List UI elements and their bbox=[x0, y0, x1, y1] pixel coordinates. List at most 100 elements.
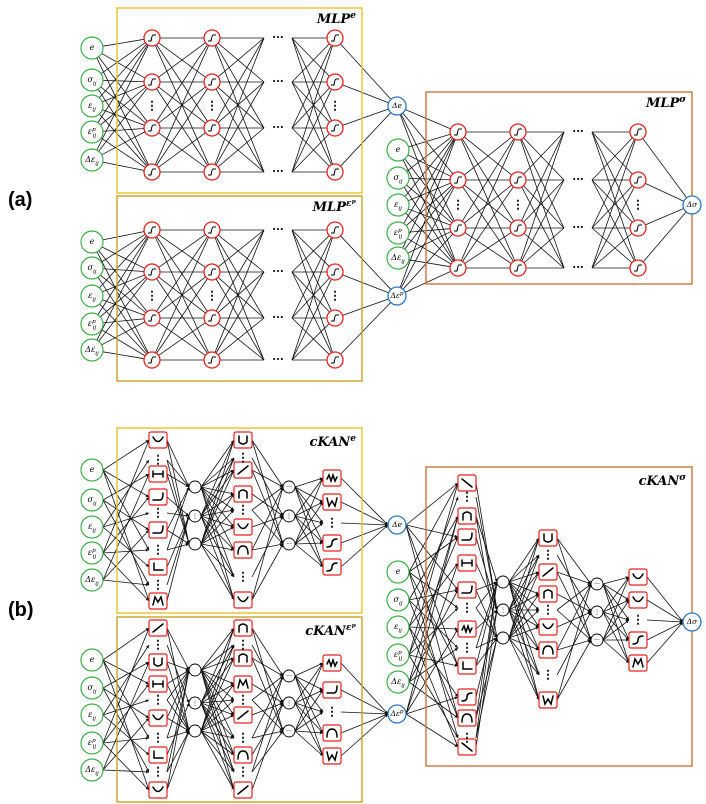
connection-edge bbox=[523, 131, 565, 175]
connection-edge bbox=[591, 131, 636, 261]
kan-function-node bbox=[538, 618, 558, 636]
connection-edge bbox=[200, 439, 235, 488]
sum-node bbox=[496, 631, 510, 645]
sigmoid-activation-icon bbox=[634, 176, 642, 184]
connection-edge bbox=[102, 699, 150, 716]
connection-edge bbox=[251, 493, 284, 517]
connection-edge bbox=[98, 250, 148, 312]
connection-edge bbox=[408, 571, 459, 609]
connection-edge bbox=[294, 501, 324, 517]
connection-edge bbox=[200, 508, 235, 517]
connection-edge bbox=[294, 501, 324, 545]
connection-edge bbox=[294, 486, 324, 568]
input-label: e bbox=[90, 655, 95, 664]
vertical-ellipsis: ⋮ bbox=[237, 731, 249, 745]
neuron-node bbox=[449, 259, 467, 277]
kan-function-frame bbox=[457, 528, 477, 546]
connection-edge bbox=[408, 681, 459, 719]
connection-edge bbox=[602, 576, 630, 585]
connection-edge bbox=[158, 42, 206, 78]
vertical-ellipsis: ⋮ bbox=[152, 638, 164, 652]
sum-node-mark: ··· bbox=[286, 541, 292, 548]
kan-function-frame bbox=[457, 709, 477, 727]
connection-edge bbox=[166, 730, 190, 791]
sum-node bbox=[282, 480, 296, 494]
label-sub: ij bbox=[92, 325, 96, 331]
connection-edge bbox=[166, 730, 190, 739]
label-base: e bbox=[396, 567, 401, 576]
vertical-ellipsis: ⋮ bbox=[461, 601, 473, 615]
connection-edge bbox=[646, 619, 684, 624]
connection-edge bbox=[508, 637, 540, 676]
connection-edge bbox=[291, 271, 332, 353]
neuron-node bbox=[143, 163, 161, 181]
ckan-box bbox=[116, 616, 363, 803]
kan-function-node bbox=[233, 541, 253, 559]
sum-node bbox=[590, 605, 604, 619]
connection-edge bbox=[251, 543, 284, 601]
output-node bbox=[387, 286, 407, 306]
connection-edge bbox=[291, 87, 330, 129]
kan-function-node bbox=[457, 657, 477, 675]
input-node bbox=[386, 670, 410, 694]
connection-edge bbox=[166, 459, 190, 488]
connection-edge bbox=[602, 583, 630, 664]
connection-edge bbox=[100, 86, 147, 126]
hockey-stick-icon bbox=[152, 492, 164, 501]
connection-edge bbox=[406, 184, 453, 224]
connection-edge bbox=[408, 626, 459, 698]
connection-edge bbox=[340, 689, 389, 715]
label-sup: p bbox=[92, 738, 96, 744]
sigmoid-activation-icon bbox=[148, 314, 156, 322]
connection-edge bbox=[166, 669, 190, 701]
wave-icon bbox=[326, 472, 338, 484]
connection-edge bbox=[166, 661, 190, 732]
connection-edge bbox=[520, 139, 565, 269]
connection-edge bbox=[602, 611, 630, 664]
sigmoid-activation-icon bbox=[634, 264, 642, 272]
neuron-node bbox=[326, 221, 344, 239]
kan-function-node bbox=[233, 485, 253, 503]
connection-edge bbox=[602, 599, 630, 613]
connection-edge bbox=[602, 583, 630, 641]
connection-edge bbox=[200, 714, 235, 732]
v-curve-icon bbox=[152, 714, 164, 721]
connection-edge bbox=[102, 318, 145, 324]
label-base: Δε bbox=[84, 155, 95, 164]
connection-edge bbox=[556, 537, 592, 585]
vertical-ellipsis: ⋮ bbox=[326, 516, 338, 530]
title-base: cKAN bbox=[639, 474, 681, 489]
connection-edge bbox=[523, 179, 565, 223]
input-label: εij bbox=[394, 622, 402, 634]
connection-edge bbox=[340, 713, 389, 734]
connection-edge bbox=[102, 499, 150, 531]
connection-edge bbox=[591, 185, 633, 229]
kan-function-node bbox=[457, 474, 477, 492]
neuron-node bbox=[449, 123, 467, 141]
vertical-ellipsis: ⋮ bbox=[152, 453, 164, 467]
vertical-ellipsis: ⋮ bbox=[461, 641, 473, 655]
label-base: Δε bbox=[390, 677, 401, 686]
label-base: ε bbox=[88, 548, 92, 557]
connection-edge bbox=[464, 232, 512, 264]
connection-edge bbox=[508, 609, 540, 628]
connection-edge bbox=[408, 599, 459, 719]
connection-edge bbox=[602, 576, 630, 613]
neuron-node bbox=[326, 73, 344, 91]
vertical-ellipsis: ⋮ bbox=[152, 543, 164, 557]
label-sub: ij bbox=[92, 133, 96, 139]
n-curve-icon bbox=[462, 511, 472, 521]
connection-edge bbox=[408, 571, 459, 739]
vertical-ellipsis: ⋮ bbox=[237, 570, 249, 584]
sigmoid-activation-icon bbox=[148, 226, 156, 234]
box-title: cKANe bbox=[310, 433, 357, 450]
connection-edge bbox=[251, 515, 284, 578]
input-node bbox=[386, 221, 410, 245]
connection-edge bbox=[591, 186, 635, 269]
connection-edge bbox=[294, 662, 324, 677]
connection-edge bbox=[340, 713, 389, 757]
label-sub: ij bbox=[401, 683, 405, 689]
connection-edge bbox=[251, 683, 284, 704]
connection-edge bbox=[405, 524, 459, 591]
